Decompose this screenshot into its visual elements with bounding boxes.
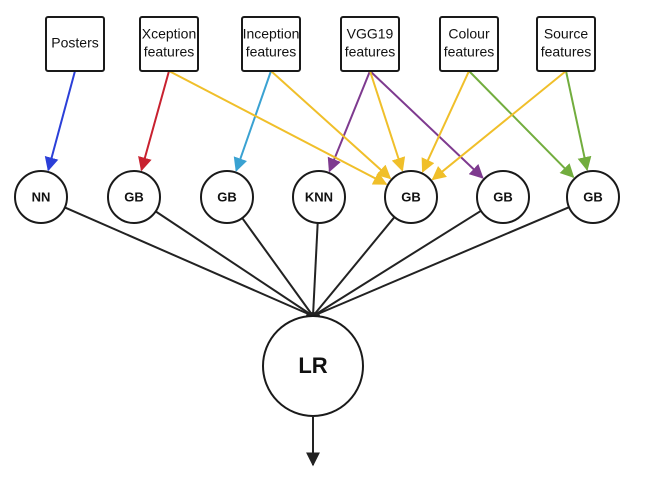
feature-label: Colour <box>448 26 490 42</box>
model-label: GB <box>583 189 603 204</box>
meta-model-node: LR <box>262 315 364 417</box>
model-label: NN <box>32 189 51 204</box>
feature-label: features <box>541 44 592 60</box>
base-model-nodes: NN GB GB KNN GB GB GB <box>14 170 620 224</box>
stacking-edges <box>64 206 570 320</box>
model-node-3: GB <box>200 170 254 224</box>
meta-model: LR <box>262 315 364 467</box>
model-node-2: GB <box>107 170 161 224</box>
model-label: GB <box>217 189 237 204</box>
feature-box-1: Posters <box>45 16 105 72</box>
model-label: GB <box>493 189 513 204</box>
edge-inception-to-model-3 <box>233 70 272 172</box>
model-node-4: KNN <box>292 170 346 224</box>
edge-colour-to-model-5 <box>168 70 388 185</box>
feature-box-6: Source features <box>536 16 596 72</box>
feature-label: Inception <box>243 26 300 42</box>
feature-label: features <box>246 44 297 60</box>
feature-label: Source <box>544 26 589 42</box>
model-node-6: GB <box>476 170 530 224</box>
feature-label: Xception <box>142 26 196 42</box>
edge-colour-to-model-5 <box>421 70 470 173</box>
edge-vgg19-to-model-4 <box>327 70 371 173</box>
model-node-7: GB <box>566 170 620 224</box>
feature-box-4: VGG19 features <box>340 16 400 72</box>
feature-edges <box>44 70 592 185</box>
stack-edge-7 <box>312 206 570 317</box>
edge-colour-to-model-5 <box>270 70 392 180</box>
feature-box-3: Inception features <box>241 16 301 72</box>
feature-label: Posters <box>51 35 98 51</box>
stack-edge-6 <box>312 209 482 317</box>
feature-box-2: Xception features <box>139 16 199 72</box>
edge-colour-to-model-5 <box>369 70 406 172</box>
feature-label: features <box>144 44 195 60</box>
meta-model-label: LR <box>298 353 327 378</box>
edge-xception-to-model-2 <box>138 70 170 172</box>
model-node-1: NN <box>14 170 68 224</box>
feature-label: features <box>444 44 495 60</box>
model-label: GB <box>401 189 421 204</box>
edge-posters-to-model-1 <box>44 70 76 172</box>
feature-label: features <box>345 44 396 60</box>
edge-source-to-model-7 <box>565 70 592 171</box>
stack-edge-4 <box>312 222 319 317</box>
stack-edge-3 <box>241 217 314 317</box>
feature-box-5: Colour features <box>439 16 499 72</box>
feature-boxes: Posters Xception features Inception features… <box>45 16 596 72</box>
stack-edge-1 <box>64 206 314 317</box>
edge-colour-to-model-5 <box>431 70 567 181</box>
feature-label: VGG19 <box>347 26 394 42</box>
model-node-5: GB <box>384 170 438 224</box>
edge-vgg19-to-model-6 <box>369 70 484 179</box>
stack-edge-2 <box>155 210 314 317</box>
stack-edge-5 <box>312 216 396 317</box>
edge-source-to-model-7 <box>468 70 575 179</box>
model-label: GB <box>124 189 144 204</box>
model-label: KNN <box>305 189 333 204</box>
